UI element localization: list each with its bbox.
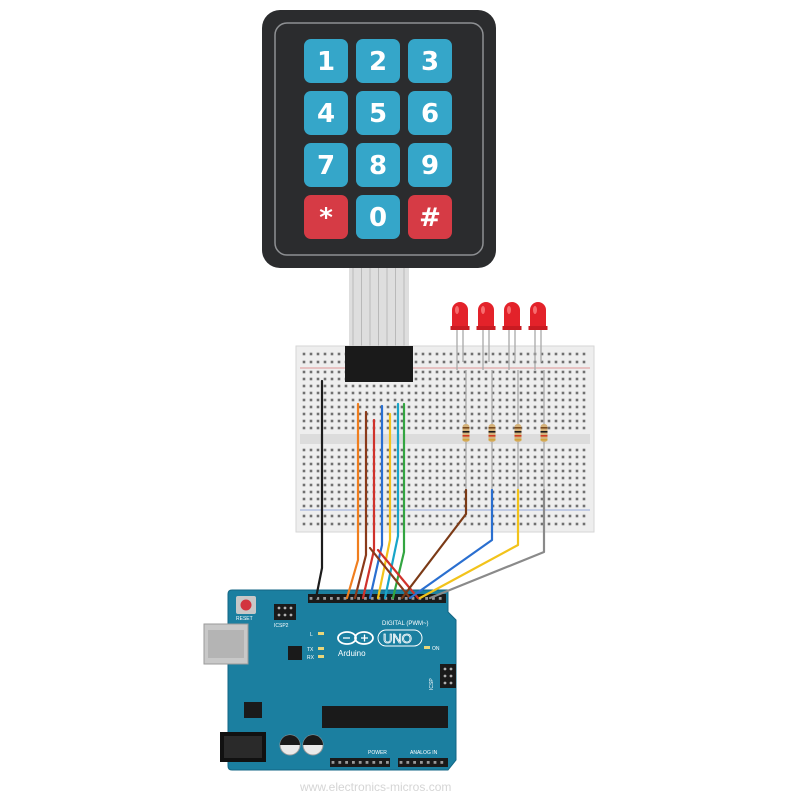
led-2 bbox=[476, 302, 496, 370]
key-label: 2 bbox=[369, 47, 387, 77]
key-4[interactable]: 4 bbox=[304, 91, 348, 135]
arduino-board: RESET ICSP2 DIGITAL (PWM~) L TX RX ON bbox=[203, 589, 457, 771]
wire-gnd-black bbox=[314, 379, 324, 600]
wire-keypad-brown bbox=[353, 410, 368, 600]
resistor-4 bbox=[540, 370, 548, 490]
key-label: 0 bbox=[369, 203, 387, 233]
wire-led2-blue bbox=[408, 488, 494, 600]
key-hash[interactable]: # bbox=[408, 195, 452, 239]
keypad: 1 2 3 4 5 6 7 8 9 * 0 # bbox=[262, 10, 496, 268]
icsp2-header bbox=[274, 604, 296, 620]
breadboard bbox=[295, 345, 595, 533]
key-label: 1 bbox=[317, 47, 335, 77]
icsp2-label: ICSP2 bbox=[274, 623, 289, 629]
digital-label: DIGITAL (PWM~) bbox=[382, 621, 429, 627]
resistor-1 bbox=[462, 370, 470, 490]
voltage-regulator bbox=[244, 702, 262, 718]
on-label: ON bbox=[432, 646, 440, 652]
watermark: www.electronics-micros.com bbox=[299, 780, 451, 794]
wire-keypad-yellow bbox=[376, 412, 392, 600]
resistor-2 bbox=[488, 370, 496, 490]
key-star[interactable]: * bbox=[304, 195, 348, 239]
key-label: 3 bbox=[421, 47, 439, 77]
keypad-keys: 1 2 3 4 5 6 7 8 9 * 0 # bbox=[304, 39, 452, 239]
led-4 bbox=[528, 302, 548, 370]
rx-label: RX bbox=[307, 655, 315, 661]
key-label: 5 bbox=[369, 99, 387, 129]
key-8[interactable]: 8 bbox=[356, 143, 400, 187]
breadboard-center-gap bbox=[300, 434, 590, 444]
key-label: * bbox=[319, 203, 333, 233]
capacitors bbox=[279, 734, 324, 756]
brand-label: Arduino bbox=[338, 649, 366, 658]
reset-button-cap[interactable] bbox=[240, 599, 252, 611]
tx-label: TX bbox=[307, 647, 314, 653]
wire-keypad-cyan bbox=[383, 402, 400, 600]
wire-led3-yellow bbox=[418, 488, 520, 600]
usb-chip bbox=[288, 646, 302, 660]
reset-label: RESET bbox=[236, 616, 253, 622]
key-label: 4 bbox=[317, 99, 335, 129]
power-label: POWER bbox=[368, 750, 387, 756]
analog-header bbox=[398, 758, 448, 767]
resistor-3 bbox=[514, 370, 522, 490]
key-label: 9 bbox=[421, 151, 439, 181]
keypad-border bbox=[274, 22, 484, 256]
ribbon-cable bbox=[349, 268, 409, 346]
analog-label: ANALOG IN bbox=[410, 750, 438, 756]
key-1[interactable]: 1 bbox=[304, 39, 348, 83]
wire-keypad-red2 bbox=[376, 548, 420, 600]
model-label: UNO bbox=[383, 631, 412, 646]
digital-header bbox=[308, 594, 446, 603]
wire-keypad-orange bbox=[345, 402, 360, 600]
key-0[interactable]: 0 bbox=[356, 195, 400, 239]
led-3 bbox=[502, 302, 522, 370]
resistors bbox=[462, 370, 548, 490]
microcontroller-chip bbox=[322, 706, 448, 728]
arduino-logo-icon bbox=[337, 631, 374, 645]
key-label: 8 bbox=[369, 151, 387, 181]
digital-pins bbox=[309, 597, 442, 600]
leds bbox=[450, 302, 548, 370]
key-2[interactable]: 2 bbox=[356, 39, 400, 83]
wire-keypad-blue bbox=[368, 404, 384, 600]
wire-led1-brown bbox=[400, 488, 468, 600]
wire-keypad-red bbox=[361, 418, 376, 600]
wire-keypad-brown2 bbox=[368, 546, 412, 600]
l-label: L bbox=[310, 632, 313, 638]
icsp-header bbox=[440, 664, 456, 688]
keypad-connector bbox=[345, 346, 413, 382]
key-3[interactable]: 3 bbox=[408, 39, 452, 83]
key-5[interactable]: 5 bbox=[356, 91, 400, 135]
key-9[interactable]: 9 bbox=[408, 143, 452, 187]
icsp-label: ICSP bbox=[429, 678, 435, 690]
wire-led4-gray bbox=[428, 488, 546, 600]
key-label: 7 bbox=[317, 151, 335, 181]
key-label: # bbox=[419, 203, 441, 233]
key-7[interactable]: 7 bbox=[304, 143, 348, 187]
key-label: 6 bbox=[421, 99, 439, 129]
led-1 bbox=[450, 302, 470, 370]
wires bbox=[314, 379, 546, 600]
key-6[interactable]: 6 bbox=[408, 91, 452, 135]
